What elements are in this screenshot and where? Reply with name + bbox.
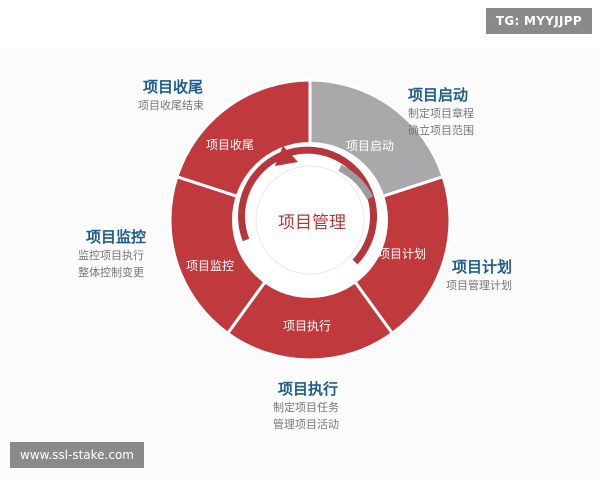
phase-desc-start-1: 制定项目章程 [408,107,474,120]
phase-title-close: 项目收尾 [143,78,204,96]
cycle-arrow-gray [338,164,374,200]
phase-desc-close-1: 项目收尾结束 [138,99,204,112]
phase-title-execute: 项目执行 [278,380,339,398]
phase-title-start: 项目启动 [408,86,469,104]
segment-label-start: 项目启动 [346,139,395,153]
segment-label-plan: 项目计划 [378,247,427,261]
segment-label-close: 项目收尾 [206,138,255,152]
site-watermark: www.ssl-stake.com [10,442,144,468]
cycle-arrowhead [275,146,298,166]
phase-desc-start-2: 确立项目范围 [408,124,474,137]
phase-title-plan: 项目计划 [452,258,513,276]
telegram-watermark: TG: MYYJJPP [485,8,592,34]
phase-desc-monitor-2: 整体控制变更 [78,266,144,279]
segment-label-monitor: 项目监控 [186,259,235,273]
center-label: 项目管理 [278,213,346,233]
phase-desc-plan-1: 项目管理计划 [446,279,512,292]
phase-desc-execute-2: 管理项目活动 [273,418,339,431]
phase-desc-execute-1: 制定项目任务 [273,401,339,414]
phase-title-monitor: 项目监控 [86,228,147,246]
center-circle [255,165,365,275]
cycle-arrow-ring [238,146,377,265]
segment-label-execute: 项目执行 [283,319,332,333]
phase-desc-monitor-1: 监控项目执行 [78,249,144,262]
